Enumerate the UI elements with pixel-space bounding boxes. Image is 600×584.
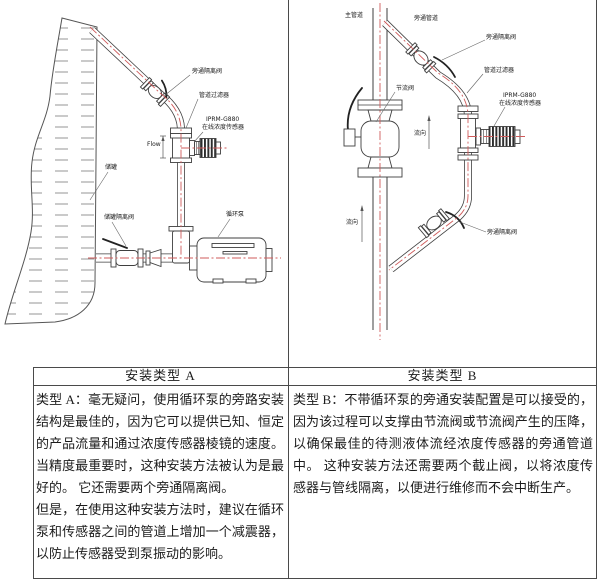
flow-direction-marker bbox=[160, 135, 166, 159]
diagram-installation-type-a: 旁通隔离阀 管道过滤器 IPRM-G880 在线浓度传感器 Flow 储罐 储罐… bbox=[4, 17, 281, 325]
column-divider bbox=[288, 0, 289, 578]
label-main-pipe: 主管道 bbox=[345, 11, 363, 19]
label-bypass-pipe: 旁通管道 bbox=[414, 14, 438, 22]
label-sensor-model: IPRM-G880 bbox=[503, 92, 536, 99]
label-flow: Flow bbox=[147, 141, 161, 148]
description-type-a: 类型 A：毫无疑问，使用循环泵的旁路安装结构是最佳的，因为它可以提供已知、恒定的… bbox=[36, 389, 284, 565]
label-pipe-filter: 管道过滤器 bbox=[199, 91, 229, 99]
flow-arrow-sensor bbox=[427, 115, 431, 149]
storage-tank bbox=[4, 17, 98, 325]
label-bypass-isolation-valve: 旁通隔离阀 bbox=[192, 67, 222, 75]
label-bypass-isolation-valve-bottom: 旁通隔离阀 bbox=[487, 228, 517, 236]
label-pipe-filter: 管道过滤器 bbox=[484, 66, 514, 74]
label-circulation-pump: 循环泵 bbox=[226, 210, 244, 218]
throttle-valve bbox=[343, 87, 403, 178]
bypass-isolation-valve bbox=[139, 76, 171, 108]
rule-bottom bbox=[33, 578, 597, 579]
caption-type-b: 安装类型 B bbox=[407, 368, 478, 383]
type-b-paragraph-1: 类型 B：不带循环泵的旁通安装配置是可以接受的，因为该过程可以支撑由节流阀或节流… bbox=[293, 392, 593, 495]
centerlines bbox=[379, 3, 526, 340]
circulation-pump bbox=[168, 226, 273, 284]
label-flow-at-sensor: 流向 bbox=[414, 129, 426, 137]
rule-below-captions bbox=[33, 385, 597, 386]
type-a-paragraph-1: 类型 A：毫无疑问，使用循环泵的旁路安装结构是最佳的，因为它可以提供已知、恒定的… bbox=[36, 392, 284, 495]
leader-lines bbox=[375, 39, 506, 233]
type-a-paragraph-2: 但是，在使用这种安装方法时，建议在循环泵和传感器之间的管道上增加一个减震器，以防… bbox=[36, 502, 284, 561]
right-border bbox=[596, 0, 597, 578]
label-sensor-model: IPRM-G880 bbox=[206, 116, 239, 123]
leader-lines bbox=[89, 74, 231, 247]
label-sensor-name: 在线浓度传感器 bbox=[202, 123, 244, 131]
rule-above-captions bbox=[33, 367, 597, 368]
label-tank: 储罐 bbox=[105, 163, 117, 171]
bypass-isolation-valve-bottom bbox=[417, 208, 465, 239]
diagram-installation-type-b: 主管道 旁通管道 旁通隔离阀 管道过滤器 IPRM-G880 在线浓度传感器 节… bbox=[343, 3, 541, 340]
label-bypass-isolation-valve-top: 旁通隔离阀 bbox=[486, 33, 516, 41]
description-type-b: 类型 B：不带循环泵的旁通安装配置是可以接受的，因为该过程可以支撑由节流阀或节流… bbox=[293, 389, 593, 499]
label-sensor-name: 在线浓度传感器 bbox=[499, 99, 541, 107]
label-flow-main: 流向 bbox=[346, 218, 358, 226]
label-throttle-valve: 节流阀 bbox=[396, 84, 414, 92]
label-tank-isolation-valve: 储罐隔离阀 bbox=[104, 213, 134, 221]
centerlines bbox=[88, 26, 281, 259]
caption-type-a: 安装类型 A bbox=[125, 368, 196, 383]
bypass-isolation-valve-top bbox=[405, 42, 456, 78]
left-border bbox=[33, 367, 34, 578]
flow-arrow-main bbox=[360, 205, 364, 242]
tank-isolation-valve bbox=[102, 238, 162, 268]
